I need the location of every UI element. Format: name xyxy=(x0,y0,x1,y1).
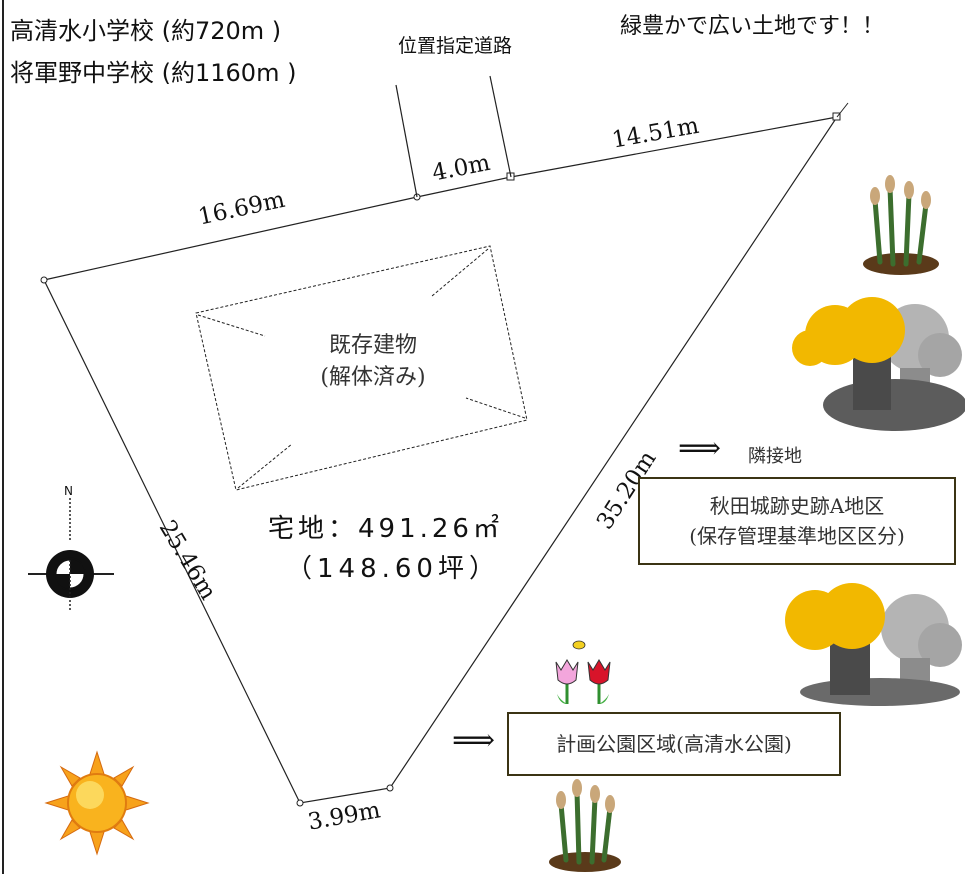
existing-building-outline xyxy=(195,245,528,491)
corner-marker xyxy=(296,799,304,807)
boundary-extension xyxy=(836,102,849,118)
nearby-school-1: 高清水小学校 (約720m ) xyxy=(10,17,282,45)
lot-area-tsubo: （148.60坪） xyxy=(286,554,500,584)
neighbor-zone-line-2: (保存管理基準地区区分) xyxy=(689,524,905,548)
catch-copy: 緑豊かで広い土地です！！ xyxy=(620,14,885,39)
park-arrow-icon: ⟹ xyxy=(452,723,496,758)
existing-building-line-2: (解体済み) xyxy=(320,365,426,390)
tree-illustration-icon xyxy=(792,297,965,431)
compass-icon xyxy=(28,498,114,610)
compass-north-label: N xyxy=(64,484,73,498)
tulip-flowers-icon xyxy=(555,640,611,704)
neighbor-zone-box: 秋田城跡史跡A地区 (保存管理基準地区区分) xyxy=(638,477,956,565)
tree-illustration-icon xyxy=(785,583,962,706)
horsetail-plant-icon xyxy=(549,779,621,872)
nearby-school-2: 将軍野中学校 (約1160m ) xyxy=(10,59,297,87)
neighbor-label: 隣接地 xyxy=(748,446,802,467)
corner-marker xyxy=(386,784,394,792)
road-line-right xyxy=(489,75,512,178)
lot-area: 宅地：491.26㎡ xyxy=(268,514,503,544)
corner-marker xyxy=(832,112,841,121)
planned-park-box: 計画公園区域(高清水公園) xyxy=(507,712,841,776)
neighbor-zone-line-1: 秋田城跡史跡A地区 xyxy=(709,494,885,518)
road-line-left xyxy=(395,84,418,198)
corner-marker xyxy=(40,276,48,284)
building-corner-ticks xyxy=(197,248,526,489)
neighbor-arrow-icon: ⟹ xyxy=(678,431,722,466)
sun-icon xyxy=(44,750,150,856)
existing-building-line-1: 既存建物 xyxy=(328,333,417,358)
horsetail-plant-icon xyxy=(863,175,939,275)
road-label: 位置指定道路 xyxy=(398,35,513,57)
existing-building-label: 既存建物 (解体済み) xyxy=(298,330,448,394)
